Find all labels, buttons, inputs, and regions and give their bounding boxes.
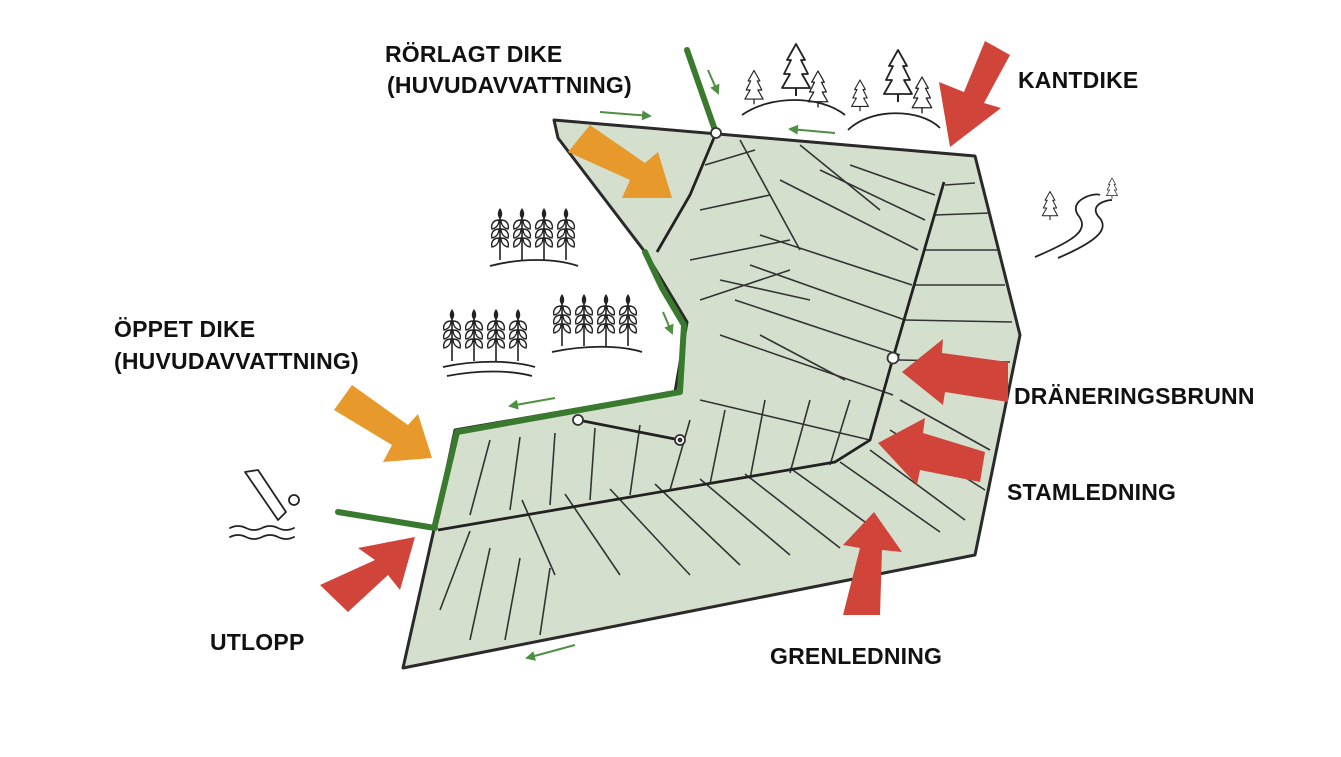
label-kantdike: KANTDIKE (1018, 67, 1139, 93)
label-rorlagt-dike-line2: (HUVUDAVVATTNING) (387, 72, 632, 98)
oppet-dike-arrow (334, 385, 432, 462)
label-draneringsbrunn: DRÄNERINGSBRUNN (1014, 383, 1255, 409)
red-arrows (320, 41, 1010, 615)
kantdike-arrow (939, 41, 1010, 147)
label-stamledning: STAMLEDNING (1007, 479, 1177, 505)
field-area (401, 118, 1022, 670)
rorlagt-dike-arrow (568, 125, 672, 198)
label-grenledning: GRENLEDNING (770, 643, 943, 669)
open-ditch (335, 47, 719, 531)
pine-trees-icon (741, 43, 941, 131)
flow-arrows (508, 69, 836, 661)
label-rorlagt-dike-line1: RÖRLAGT DIKE (385, 41, 563, 67)
label-oppet-dike-line1: ÖPPET DIKE (114, 316, 256, 342)
stamledning-arrow (878, 418, 985, 485)
label-oppet-dike-line2: (HUVUDAVVATTNING) (114, 348, 359, 374)
label-utlopp: UTLOPP (210, 629, 305, 655)
orange-arrows (334, 125, 672, 462)
lateral-drains (439, 139, 1013, 641)
utlopp-arrow (320, 537, 415, 612)
collector-pipes (437, 132, 946, 532)
drainage-wells (572, 127, 900, 446)
grenledning-arrow (843, 512, 902, 615)
swimmer-icon (229, 469, 300, 540)
stream-with-trees-icon (1034, 177, 1118, 259)
draneringsbrunn-arrow (902, 339, 1008, 405)
wheat-field-icon (442, 207, 643, 377)
